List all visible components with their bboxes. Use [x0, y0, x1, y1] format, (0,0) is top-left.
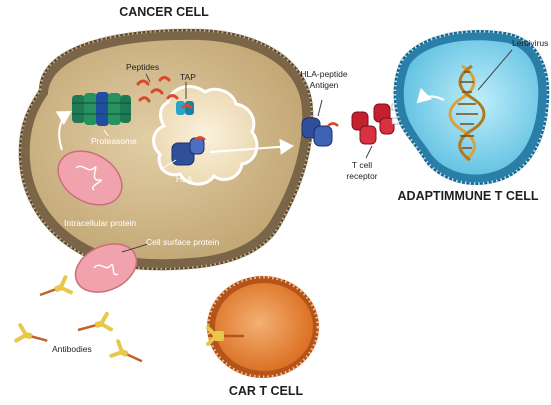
antibody-1	[39, 275, 73, 297]
intracellular-protein-label: Intracellular protein	[64, 218, 137, 228]
peptides-label: Peptides	[126, 62, 159, 72]
lentivirus-label: Lentivirus	[512, 38, 548, 48]
arrow-dna-to-receptor	[416, 87, 445, 104]
car-t-cell-title: CAR T CELL	[229, 384, 304, 398]
antibodies-group	[14, 275, 143, 363]
hla-leader-line	[159, 159, 177, 171]
adaptimmune-t-cell-title: ADAPTIMMUNE T CELL	[398, 189, 539, 203]
t-cell-receptor-label-line1: T cell	[352, 160, 372, 170]
proteasome-leader-line	[103, 129, 109, 137]
t-cell-receptor-label-line2: receptor	[346, 171, 377, 181]
antibodies-label: Antibodies	[52, 344, 92, 354]
antibody-3	[77, 311, 113, 332]
proteasome	[72, 92, 131, 126]
cancer-cell-membrane-dots	[18, 28, 314, 271]
lentivirus-dna-helix	[448, 64, 486, 162]
hla-molecule	[171, 136, 206, 166]
adaptimmune-t-cell	[393, 29, 550, 186]
hla-peptide-antigen-label-line1: HLA-peptide	[300, 69, 348, 79]
arrow-hla-to-surface	[209, 138, 294, 155]
hla-label: HLA	[176, 174, 193, 184]
antibody-2	[14, 323, 48, 343]
lentivirus-leader-line	[477, 49, 513, 91]
tcr-leader-line	[365, 145, 373, 159]
car-t-cell-membrane-dots	[206, 275, 320, 379]
cell-surface-protein	[74, 243, 149, 293]
t-cell-cytoplasm	[403, 40, 539, 175]
intracellular-protein	[57, 150, 123, 206]
cell-surface-leader-line	[121, 243, 149, 253]
cancer-cell-title: CANCER CELL	[119, 5, 209, 19]
cancer-cell	[18, 28, 314, 271]
car-t-cell	[206, 275, 320, 379]
peptides-leader-line	[145, 73, 151, 83]
surface-hla-peptide-antigen	[301, 99, 339, 147]
tap-label: TAP	[180, 72, 196, 82]
tap-transporter	[176, 101, 194, 115]
cell-surface-protein-label: Cell surface protein	[146, 237, 220, 247]
antigen-leader-line	[317, 99, 323, 117]
arrow-protein-to-proteasome	[55, 110, 72, 151]
proteasome-label: Proteasome	[91, 136, 137, 146]
peptide-fragments	[136, 76, 179, 103]
car-t-cell-cytoplasm	[215, 283, 313, 371]
hla-peptide-antigen-label-line2: Antigen	[310, 80, 339, 90]
car-receptor	[206, 326, 244, 346]
antibody-4	[109, 339, 143, 363]
